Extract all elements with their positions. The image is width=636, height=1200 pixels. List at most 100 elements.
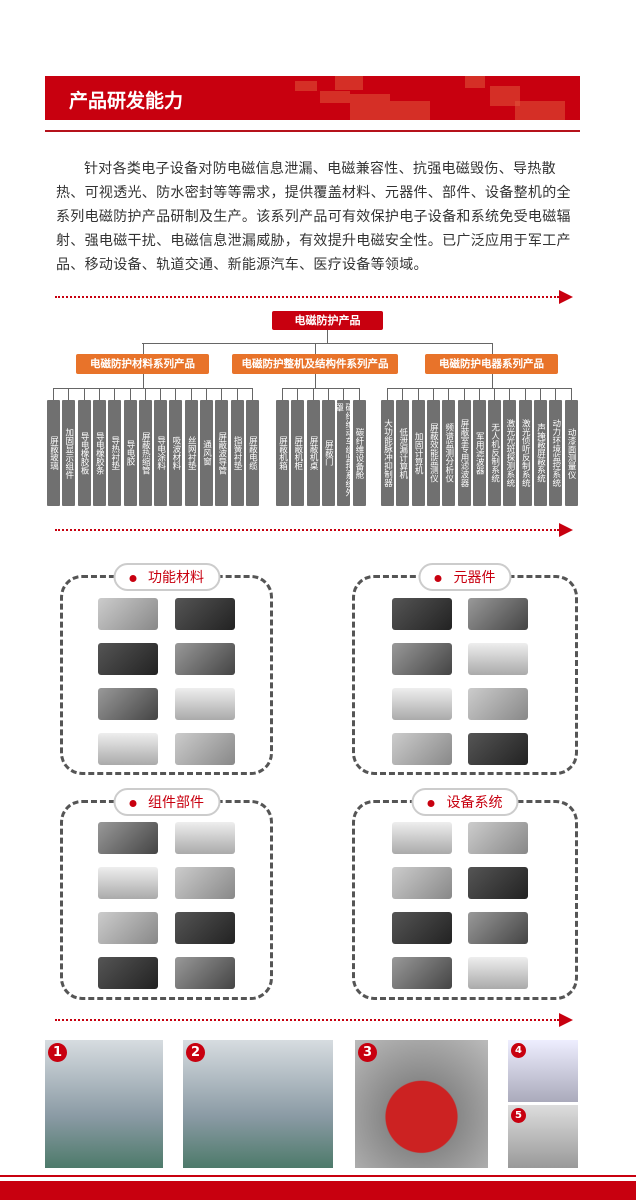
- connector: [402, 388, 404, 400]
- connector: [282, 388, 359, 389]
- connector: [327, 330, 328, 343]
- bullet-icon: [129, 799, 136, 807]
- product-item: 激光侦听反制系统: [518, 400, 532, 506]
- connector: [387, 388, 388, 400]
- category-box: 电磁防护整机及结构件系列产品: [232, 354, 398, 374]
- product-item: 丝网衬垫: [184, 400, 198, 506]
- product-image: [392, 957, 452, 989]
- footer-bar: [0, 1181, 636, 1200]
- connector: [432, 388, 434, 400]
- factory-photo-1: 1: [45, 1040, 163, 1168]
- connector: [448, 388, 450, 400]
- factory-photo-4: 4: [508, 1040, 578, 1102]
- bullet-icon: [427, 799, 435, 807]
- page-title: 产品研发能力: [69, 90, 184, 112]
- product-item: 加固显示组件: [62, 400, 76, 506]
- product-image: [175, 912, 235, 944]
- product-item: 屏蔽电缆: [245, 400, 259, 506]
- tree-root: 电磁防护产品: [272, 311, 383, 330]
- panel-components: 元器件: [352, 563, 578, 775]
- connector: [463, 388, 465, 400]
- connector: [327, 388, 329, 400]
- arrow-divider: [55, 523, 573, 537]
- product-item: 导电橡胶条: [92, 400, 106, 506]
- product-item: 屏蔽机桌: [306, 400, 320, 506]
- product-item: 导电胶: [123, 400, 137, 506]
- product-item: 指簧衬垫: [230, 400, 244, 506]
- connector: [524, 388, 526, 400]
- product-item: 导热衬垫: [108, 400, 122, 506]
- connector: [417, 388, 419, 400]
- category-box: 电磁防护电器系列产品: [425, 354, 558, 374]
- panel-materials: 功能材料: [60, 563, 273, 775]
- product-image: [98, 688, 158, 720]
- connector: [142, 374, 144, 388]
- product-item: 激光光斑探测系统: [503, 400, 517, 506]
- product-image: [98, 822, 158, 854]
- connector: [236, 388, 238, 400]
- product-item: 碳纤维动车组监控系统外罩: [334, 400, 354, 506]
- connector: [83, 388, 85, 400]
- connector: [555, 388, 557, 400]
- product-item: 碳纤维设备舱: [352, 400, 366, 506]
- product-item: 屏蔽玻璃: [47, 400, 60, 506]
- product-item: 军用滤波器: [472, 400, 486, 506]
- footer-line: [0, 1175, 636, 1177]
- connector: [297, 388, 299, 400]
- product-image: [175, 598, 235, 630]
- product-item: 屏蔽机箱: [276, 400, 289, 506]
- connector: [221, 388, 223, 400]
- product-image: [98, 867, 158, 899]
- connector: [206, 388, 207, 400]
- connector: [142, 343, 492, 344]
- factory-photo-5: 5: [508, 1105, 578, 1168]
- product-image: [468, 643, 528, 675]
- product-item: 导电橡胶板: [77, 400, 91, 506]
- connector: [98, 388, 100, 400]
- connector: [478, 388, 480, 400]
- product-image: [175, 822, 235, 854]
- product-item: 大功能脉冲抑制器: [381, 400, 394, 506]
- product-image: [175, 867, 235, 899]
- connector: [190, 388, 192, 400]
- connector: [53, 388, 252, 389]
- connector: [358, 388, 360, 400]
- connector: [114, 388, 116, 400]
- product-image: [175, 688, 235, 720]
- product-image: [98, 643, 158, 675]
- product-item: 频谱监测分析仪: [442, 400, 456, 506]
- product-image: [468, 733, 528, 765]
- product-item: 动漆面测量仪: [564, 400, 578, 506]
- section-header: 产品研发能力: [45, 76, 580, 120]
- panel-assemblies: 组件部件: [60, 788, 273, 1000]
- product-image: [98, 957, 158, 989]
- product-image: [175, 643, 235, 675]
- product-image: [392, 912, 452, 944]
- product-item: 声掩蔽屏蔽系统: [534, 400, 547, 506]
- arrow-divider: [55, 290, 573, 304]
- product-item: 吸波材料: [169, 400, 183, 506]
- panel-title: 设备系统: [446, 795, 503, 811]
- connector: [540, 388, 541, 400]
- product-image: [392, 643, 452, 675]
- category-box: 电磁防护材料系列产品: [76, 354, 209, 374]
- product-item: 导电涂料: [154, 400, 168, 506]
- divider: [45, 130, 580, 132]
- product-image: [392, 598, 452, 630]
- connector: [68, 388, 70, 400]
- connector: [315, 374, 316, 388]
- product-item: 通风窗: [200, 400, 213, 506]
- connector: [509, 388, 511, 400]
- product-image: [468, 957, 528, 989]
- product-image: [98, 598, 158, 630]
- connector: [315, 343, 316, 354]
- connector: [144, 388, 146, 400]
- connector: [282, 388, 283, 400]
- factory-photo-3: 3: [355, 1040, 488, 1168]
- panel-title: 功能材料: [148, 570, 204, 586]
- product-image: [98, 912, 158, 944]
- panel-systems: 设备系统: [352, 788, 578, 1000]
- bullet-icon: [434, 574, 442, 582]
- connector: [142, 343, 144, 354]
- product-image: [468, 598, 528, 630]
